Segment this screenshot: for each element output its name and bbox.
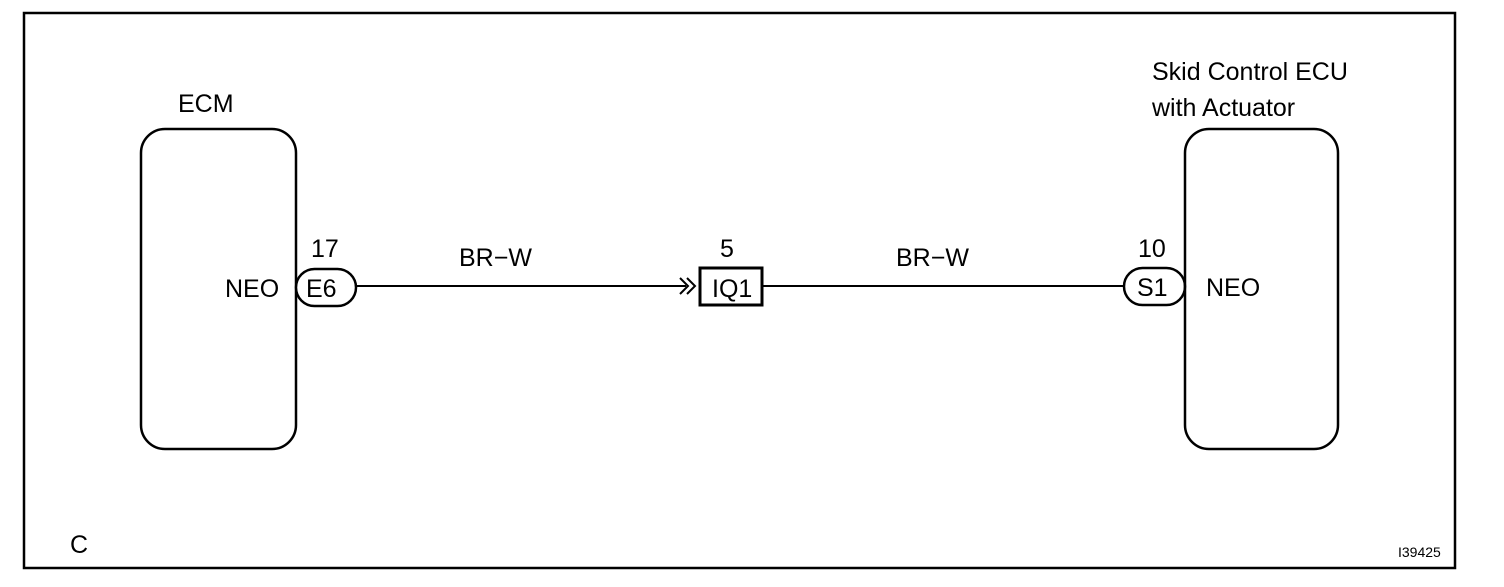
skid-ecu-box [1183,127,1340,451]
figure-id: I39425 [1398,544,1441,560]
skid-ecu-title-line-1: Skid Control ECU [1152,58,1348,86]
wire-2-color: BR−W [896,244,969,272]
ecm-connector-e6 [294,267,358,308]
ecm-terminal-label: NEO [225,275,279,303]
skid-ecu-connector-pin: 10 [1138,235,1166,263]
corner-letter: C [70,531,88,559]
ecm-title: ECM [178,90,234,118]
skid-ecu-connector-code: S1 [1137,274,1168,302]
ecm-connector-pin: 17 [311,235,339,263]
junction-connector-pin: 5 [720,235,734,263]
splice-arrow-icon [686,277,697,295]
junction-connector-code: IQ1 [712,275,752,303]
ecm-connector-code: E6 [306,275,337,303]
skid-ecu-title-line-2: with Actuator [1151,94,1295,122]
wire-1-color: BR−W [459,244,532,272]
diagram-frame [22,11,1457,570]
junction-connector-iq1 [698,266,764,307]
skid-ecu-terminal-label: NEO [1206,274,1260,302]
splice-arrow-icon [679,277,690,295]
